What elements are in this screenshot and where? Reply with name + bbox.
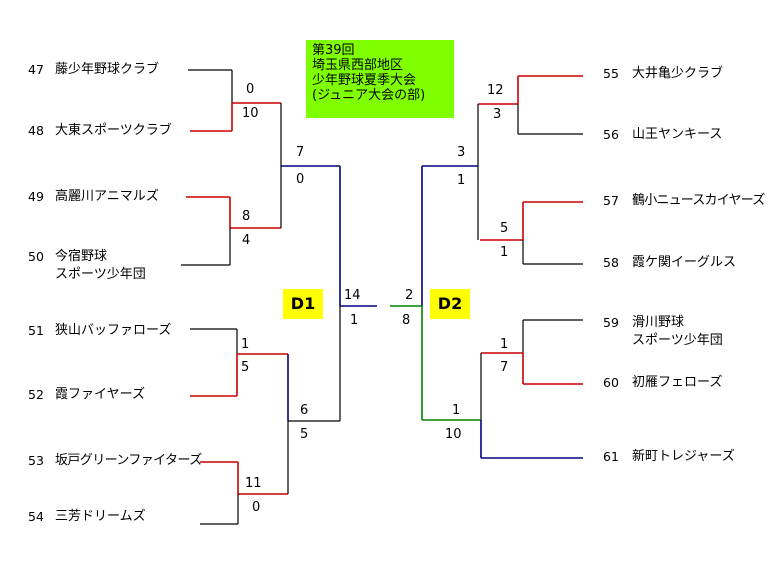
score: 0 (296, 172, 305, 187)
score: 1 (350, 313, 359, 328)
d1-badge: D1 (283, 289, 323, 319)
team-name: 三芳ドリームズ (55, 509, 146, 524)
team-number: 48 (28, 123, 44, 138)
title-line-3: 少年野球夏季大会 (312, 73, 417, 88)
score: 1 (241, 337, 250, 352)
match-51-52-lines (190, 328, 288, 397)
semi-right-top-lines (422, 104, 479, 240)
team-name: 鶴小ニュースカイヤーズ (632, 193, 765, 208)
team-name: 新町トレジャーズ (632, 449, 735, 464)
score: 0 (246, 82, 255, 97)
score: 0 (252, 500, 261, 515)
left-final-lines (339, 166, 377, 421)
team-number: 61 (603, 449, 619, 464)
score: 4 (242, 233, 251, 248)
score: 7 (500, 360, 509, 375)
team-number: 49 (28, 189, 44, 204)
team-number: 59 (603, 315, 619, 330)
score: 3 (457, 145, 466, 160)
team-number: 57 (603, 193, 619, 208)
score: 5 (241, 360, 250, 375)
score: 12 (487, 83, 504, 98)
title-line-1: 第39回 (312, 43, 355, 58)
team-name: 藤少年野球クラブ (55, 62, 160, 77)
team-number: 55 (603, 66, 619, 81)
title-line-2: 埼玉県西部地区 (312, 58, 404, 73)
d2-badge: D2 (430, 289, 470, 319)
title-line-4: (ジュニア大会の部) (312, 88, 426, 103)
tournament-title: 第39回 埼玉県西部地区 少年野球夏季大会 (ジュニア大会の部) (306, 40, 454, 118)
team-name: 大東スポーツクラブ (55, 123, 172, 138)
team-number: 58 (603, 255, 619, 270)
score: 1 (452, 403, 461, 418)
score: 1 (500, 245, 509, 260)
semi-left-top-lines (280, 103, 340, 228)
score: 1 (500, 337, 509, 352)
team-name: 山王ヤンキース (632, 127, 723, 142)
score: 8 (402, 313, 411, 328)
team-name: 高麗川アニマルズ (55, 189, 159, 204)
score: 3 (493, 107, 502, 122)
match-55-56-lines (478, 75, 583, 135)
score: 14 (344, 288, 361, 303)
score: 2 (405, 288, 414, 303)
team-number: 50 (28, 249, 44, 264)
semi-left-bottom-lines (287, 354, 340, 494)
score: 10 (445, 427, 462, 442)
team-name: 狭山バッファローズ (55, 323, 172, 338)
score: 1 (457, 173, 466, 188)
team-number: 54 (28, 509, 44, 524)
team-number: 56 (603, 127, 619, 142)
score: 6 (300, 403, 309, 418)
score: 5 (300, 427, 309, 442)
match-53-54-lines (200, 461, 288, 525)
match-47-48-lines (188, 69, 281, 132)
team-name-line-2: スポーツ少年団 (632, 333, 723, 348)
team-number: 52 (28, 387, 44, 402)
team-name: 坂戸グリーンファイターズ (55, 453, 202, 468)
right-final-lines (390, 166, 423, 420)
score: 5 (500, 221, 509, 236)
team-name: 初雁フェローズ (632, 375, 723, 390)
score: 7 (296, 145, 305, 160)
match-57-58-lines (480, 201, 583, 265)
team-name: 今宿野球 (55, 249, 108, 264)
team-number: 53 (28, 453, 44, 468)
team-name-line-2: スポーツ少年団 (55, 267, 146, 282)
score: 8 (242, 209, 251, 224)
match-49-50-lines (181, 196, 281, 266)
team-name: 霞ケ関イーグルス (632, 255, 737, 270)
team-number: 47 (28, 62, 44, 77)
score: 11 (245, 476, 262, 491)
team-name: 滑川野球 (632, 315, 685, 330)
score: 10 (242, 106, 259, 121)
semi-right-bottom-lines (422, 353, 583, 459)
team-number: 51 (28, 323, 44, 338)
team-name: 霞ファイヤーズ (55, 387, 145, 402)
team-number: 60 (603, 375, 619, 390)
team-name: 大井亀少クラブ (632, 66, 724, 81)
match-59-60-lines (481, 319, 583, 385)
